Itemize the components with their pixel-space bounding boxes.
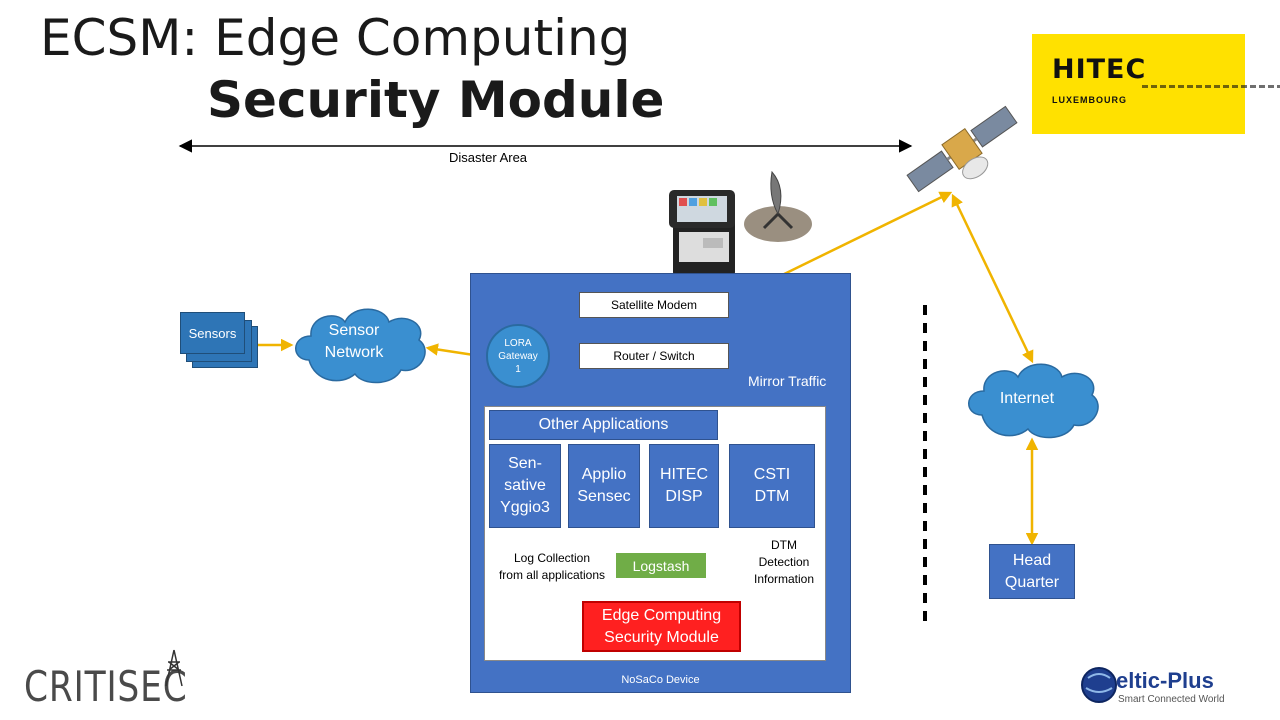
power-tower-icon	[165, 649, 183, 687]
critisec-logo: CRITISEC	[24, 648, 194, 711]
sensor-network-cloud-icon	[295, 308, 426, 384]
app-box-hitec-disp: HITEC DISP	[649, 444, 719, 528]
log-collection-line2: from all applications	[498, 568, 606, 582]
hq-line2: Quarter	[1004, 573, 1060, 591]
app-3-line1: CSTI	[753, 466, 791, 483]
lora-line1: LORA	[504, 337, 532, 349]
log-collection-label: Log Collection from all applications	[490, 550, 614, 584]
app-1-line1: Applio	[581, 466, 627, 483]
app-box-csti-dtm: CSTI DTM	[729, 444, 815, 528]
disaster-area-label: Disaster Area	[449, 150, 528, 165]
internet-label: Internet	[999, 390, 1055, 407]
ecsm-line2: Security Module	[604, 628, 719, 646]
satellite-modem-box: Satellite Modem	[579, 292, 729, 318]
celtic-tagline: Smart Connected World	[1118, 694, 1225, 705]
logstash-box: Logstash	[616, 553, 706, 578]
other-applications-box: Other Applications	[489, 410, 718, 440]
celtic-plus-logo: eltic-Plus Smart Connected World	[1080, 664, 1260, 708]
app-2-line2: DISP	[665, 488, 703, 505]
hitec-logo: HITEC LUXEMBOURG	[1032, 34, 1280, 134]
sensors-stack: Sensors	[180, 312, 260, 372]
mirror-traffic-label: Mirror Traffic	[748, 373, 827, 389]
celtic-name: eltic-Plus	[1116, 668, 1214, 693]
sensors-label: Sensors	[180, 312, 245, 354]
app-1-line2: Sensec	[577, 488, 631, 505]
dtm-line1: DTM	[771, 538, 797, 552]
app-box-sensative-yggio3: Sen- sative Yggio3	[489, 444, 561, 528]
head-quarter-box: Head Quarter	[989, 544, 1075, 599]
sensor-network-line2: Network	[324, 344, 384, 361]
critisec-logo-text: CRITISEC	[24, 662, 188, 711]
hitec-logo-dashes	[1142, 85, 1280, 88]
nosaco-device-label: NoSaCo Device	[621, 674, 700, 686]
title-line-2: Security Module	[207, 71, 665, 129]
lora-gateway: LORA Gateway 1	[486, 324, 550, 388]
lora-line3: 1	[515, 363, 521, 375]
internet-cloud-icon	[968, 363, 1099, 439]
dtm-line2: Detection	[758, 555, 810, 569]
title-line-1: ECSM: Edge Computing	[40, 9, 631, 67]
dtm-detection-label: DTM Detection Information	[744, 537, 824, 588]
dtm-line3: Information	[753, 572, 815, 586]
app-0-line3: Yggio3	[500, 499, 550, 516]
celtic-globe-icon	[1081, 667, 1117, 703]
portable-device-icon	[669, 190, 735, 278]
hq-line1: Head	[1012, 551, 1052, 569]
app-box-applio-sensec: Applio Sensec	[568, 444, 640, 528]
sensor-network-label: Sensor Network	[300, 320, 408, 364]
hitec-logo-sub: LUXEMBOURG	[1052, 95, 1127, 105]
satellite-icon	[906, 105, 1018, 193]
app-2-line1: HITEC	[660, 466, 708, 483]
app-0-line1: Sen-	[508, 455, 542, 472]
ecsm-line1: Edge Computing	[601, 606, 722, 624]
app-3-line2: DTM	[754, 488, 790, 505]
log-collection-line1: Log Collection	[513, 551, 591, 565]
sensor-network-line1: Sensor	[328, 322, 380, 339]
lora-line2: Gateway	[498, 350, 538, 362]
hitec-logo-name: HITEC	[1052, 54, 1147, 85]
app-0-line2: sative	[504, 477, 546, 494]
ecsm-box: Edge Computing Security Module	[582, 601, 741, 652]
router-switch-box: Router / Switch	[579, 343, 729, 369]
